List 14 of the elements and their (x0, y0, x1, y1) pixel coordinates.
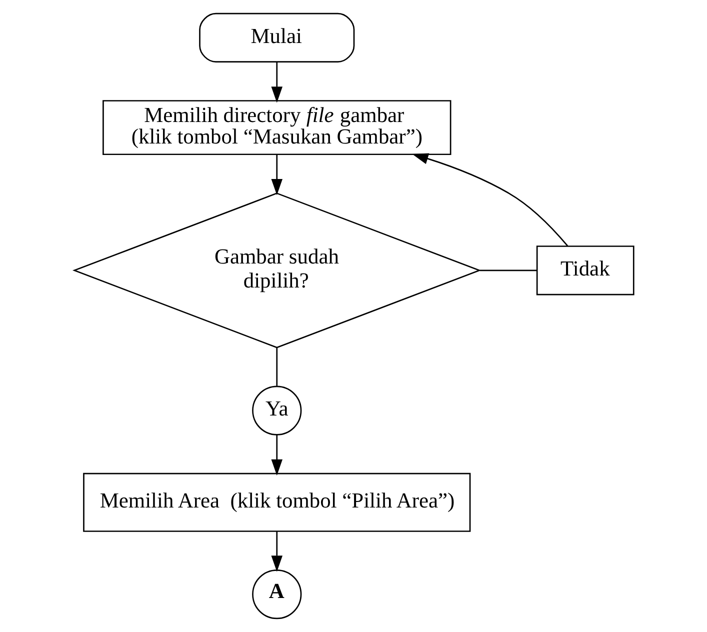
node-circle: A (252, 569, 302, 620)
arrow (270, 154, 282, 196)
arrow (270, 532, 282, 572)
arrow (412, 153, 568, 246)
connector (276, 348, 278, 386)
node-box: Memilih directory file gambar (klik tombol “Masukan Gambar”) (102, 100, 451, 156)
arrow (270, 62, 282, 103)
arrow (270, 434, 282, 476)
connector (479, 270, 536, 272)
node-circle: Ya (252, 386, 302, 436)
node-diamond: Gambar sudah dipilih? (72, 192, 481, 348)
node-box: Memilih Area (klik tombol “Pilih Area”) (82, 472, 470, 532)
node-box: Mulai (198, 12, 354, 63)
node-box: Tidak (536, 246, 634, 296)
